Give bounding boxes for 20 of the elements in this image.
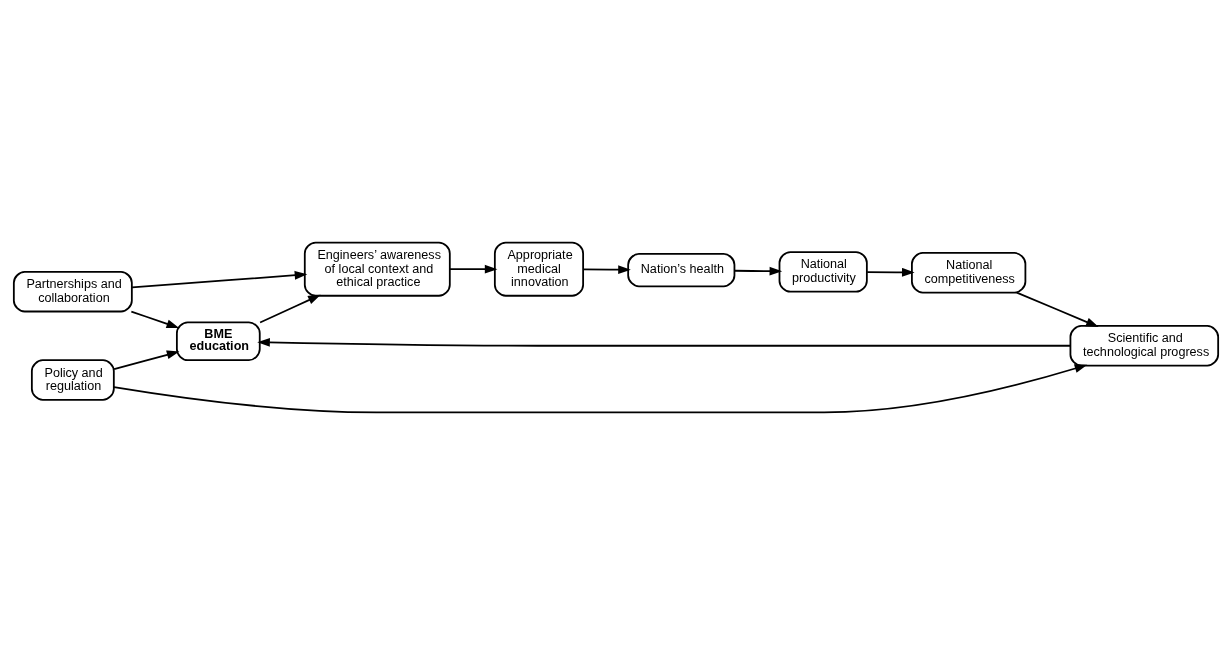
node-box: Policy and regulation: [30, 359, 115, 401]
node-box: Partnerships and collaboration: [12, 271, 133, 313]
arrow: [113, 350, 180, 370]
arrow: [257, 337, 1072, 347]
node-box: National competitiveness: [911, 252, 1027, 294]
node-box: Engineers’ awareness of local context and ethical practice: [303, 241, 451, 297]
arrow: [733, 266, 783, 276]
arrow: [130, 310, 180, 329]
arrow: [449, 264, 498, 274]
arrow: [582, 265, 631, 275]
arrow: [866, 267, 915, 277]
arrow: [131, 270, 308, 289]
node-box: Appropriate medical innovation: [493, 241, 584, 297]
arrow: [113, 364, 1088, 414]
node-box: Nation’s health: [627, 252, 736, 288]
arrow: [259, 294, 321, 324]
arrow: [1015, 291, 1099, 327]
node-box: Scientific and technological progress: [1069, 325, 1220, 367]
node-box: BME education: [176, 321, 261, 362]
node-box: National productivity: [778, 251, 868, 293]
